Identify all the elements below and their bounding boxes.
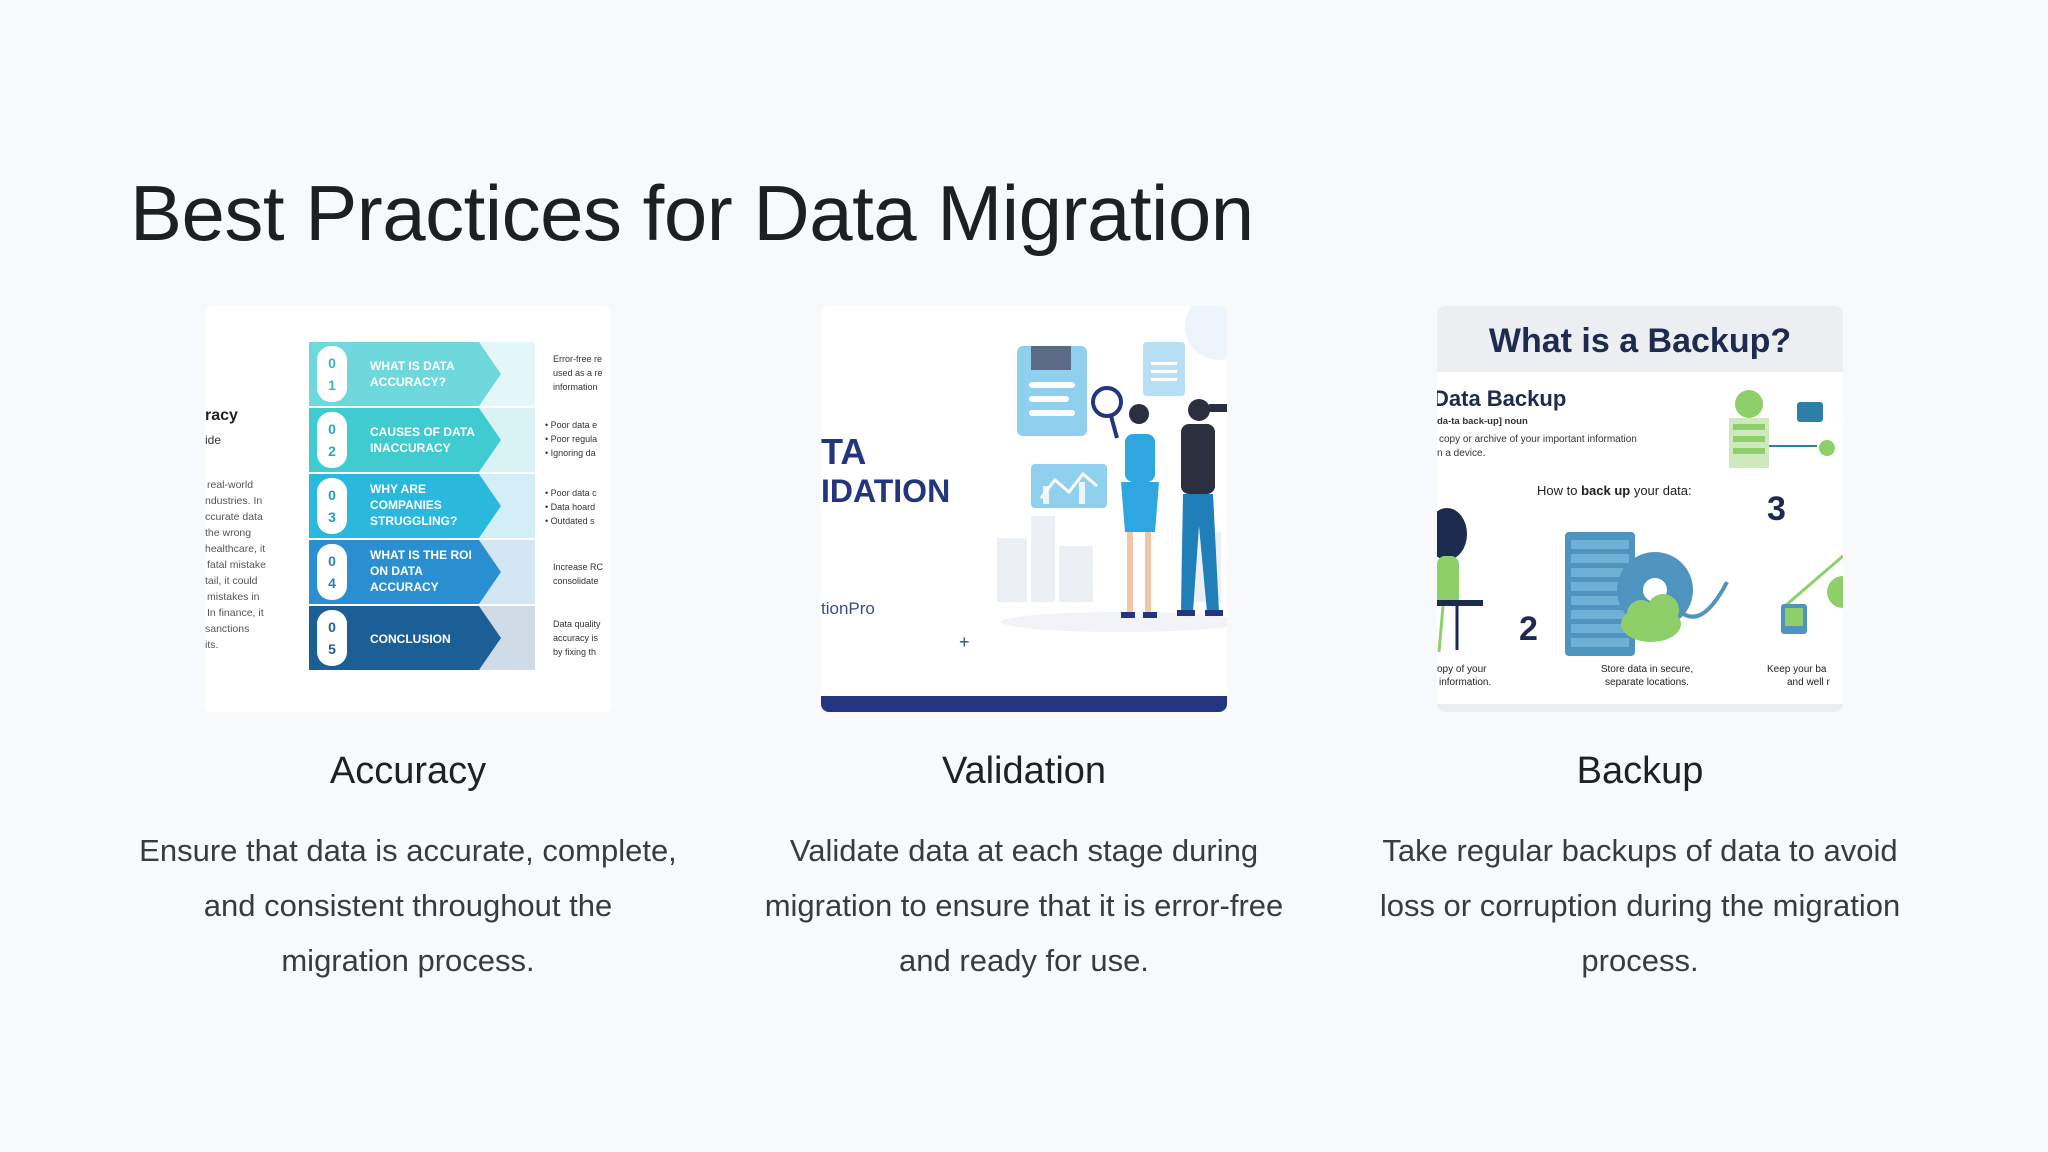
- svg-text:WHAT IS THE ROI: WHAT IS THE ROI: [370, 548, 472, 562]
- svg-text:fatal mistake: fatal mistake: [207, 559, 266, 571]
- backup-step3-number: 3: [1767, 490, 1786, 528]
- svg-text:sanctions: sanctions: [205, 623, 249, 635]
- card-validation: TA IDATION tionPro +: [744, 306, 1304, 988]
- card-description: Validate data at each stage during migra…: [764, 833, 1284, 978]
- svg-text:accuracy is: accuracy is: [553, 633, 599, 643]
- svg-text:its.: its.: [205, 639, 218, 651]
- backup-term: Data Backup: [1437, 386, 1566, 411]
- svg-text:• Poor regula: • Poor regula: [545, 434, 597, 444]
- backup-how-to: How to back up your data:: [1537, 483, 1692, 498]
- svg-text:Keep your ba: Keep your ba: [1767, 664, 1827, 675]
- document-icon: [1017, 346, 1087, 436]
- backup-pronunciation: da-ta back-up] noun: [1437, 416, 1528, 427]
- svg-text:• Poor data e: • Poor data e: [545, 420, 597, 430]
- database-disk-icon: [1617, 552, 1729, 642]
- svg-text:WHY ARE: WHY ARE: [370, 482, 426, 496]
- svg-text:• Outdated s: • Outdated s: [545, 516, 595, 526]
- card-heading: Accuracy: [329, 750, 487, 792]
- svg-text:• Poor data c: • Poor data c: [545, 488, 597, 498]
- monitor-icon: [1781, 554, 1843, 634]
- svg-text:opy of your: opy of your: [1437, 664, 1487, 675]
- svg-text:mistakes in: mistakes in: [207, 591, 260, 603]
- svg-text:by fixing th: by fixing th: [553, 647, 596, 657]
- svg-text:Data quality: Data quality: [553, 619, 601, 629]
- svg-text:ndustries. In: ndustries. In: [205, 495, 262, 507]
- svg-text:1: 1: [328, 377, 336, 393]
- svg-text:WHAT IS DATA: WHAT IS DATA: [370, 359, 455, 373]
- svg-text:0: 0: [328, 487, 336, 503]
- backup-infographic-image: What is a Backup? Data Backup da-ta back…: [1437, 306, 1843, 712]
- backup-definition-line2: n a device.: [1437, 448, 1485, 459]
- svg-text:STRUGGLING?: STRUGGLING?: [370, 514, 457, 528]
- svg-text:• Ignoring da: • Ignoring da: [545, 448, 596, 458]
- svg-text:Error-free re: Error-free re: [553, 354, 602, 364]
- svg-text:healthcare, it: healthcare, it: [205, 543, 265, 555]
- validation-plus: +: [959, 632, 970, 652]
- woman-figure: [1121, 404, 1159, 618]
- backup-step2-number: 2: [1519, 610, 1538, 648]
- svg-text:ON DATA: ON DATA: [370, 564, 423, 578]
- svg-text:3: 3: [328, 509, 336, 525]
- accuracy-steps: 0 1 WHAT IS DATA ACCURACY? Error-free re…: [309, 342, 604, 670]
- svg-text:5: 5: [328, 641, 336, 657]
- server-cloud-icon: [1729, 390, 1835, 468]
- svg-text:consolidate: consolidate: [553, 576, 599, 586]
- svg-text:information.: information.: [1439, 677, 1491, 688]
- svg-text:COMPANIES: COMPANIES: [370, 498, 442, 512]
- card-heading: Validation: [941, 750, 1107, 792]
- card-description: Take regular backups of data to avoid lo…: [1379, 833, 1901, 978]
- accuracy-infographic-image: racy ide real-world ndustries. In ccurat…: [205, 306, 611, 712]
- accuracy-side-text: real-world ndustries. In ccurate data th…: [205, 479, 266, 651]
- svg-text:Increase RC: Increase RC: [553, 562, 604, 572]
- validation-brand: tionPro: [821, 599, 875, 618]
- accuracy-side-sub: ide: [205, 433, 221, 447]
- file-icon: [1143, 342, 1185, 396]
- chart-panel-icon: [1031, 464, 1107, 508]
- svg-text:INACCURACY: INACCURACY: [370, 441, 451, 455]
- validation-title-line2: IDATION: [821, 473, 950, 509]
- svg-text:real-world: real-world: [207, 479, 253, 491]
- svg-text:used as a re: used as a re: [553, 368, 603, 378]
- svg-text:CONCLUSION: CONCLUSION: [370, 632, 451, 646]
- card-accuracy: racy ide real-world ndustries. In ccurat…: [128, 306, 688, 988]
- backup-image-title: What is a Backup?: [1489, 322, 1791, 360]
- card-description: Ensure that data is accurate, complete, …: [139, 833, 677, 978]
- card-backup: What is a Backup? Data Backup da-ta back…: [1360, 306, 1920, 988]
- svg-text:separate locations.: separate locations.: [1605, 677, 1689, 688]
- backup-definition-line1: copy or archive of your important inform…: [1439, 434, 1637, 445]
- svg-text:CAUSES OF DATA: CAUSES OF DATA: [370, 425, 475, 439]
- svg-text:0: 0: [328, 421, 336, 437]
- validation-bottom-bar: [821, 696, 1227, 712]
- svg-text:tail, it could: tail, it could: [205, 575, 258, 587]
- slide-title: Best Practices for Data Migration: [130, 169, 1254, 257]
- svg-text:ACCURACY?: ACCURACY?: [370, 375, 446, 389]
- accuracy-side-heading: racy: [205, 407, 238, 424]
- svg-text:In finance, it: In finance, it: [207, 607, 264, 619]
- svg-text:4: 4: [328, 575, 336, 591]
- svg-text:the wrong: the wrong: [205, 527, 251, 539]
- server-rack-icon: [1565, 532, 1635, 656]
- validation-title-line1: TA: [821, 431, 866, 472]
- svg-text:2: 2: [328, 443, 336, 459]
- svg-text:0: 0: [328, 355, 336, 371]
- svg-text:ccurate data: ccurate data: [205, 511, 263, 523]
- svg-text:0: 0: [328, 619, 336, 635]
- svg-text:information: information: [553, 382, 598, 392]
- svg-text:ACCURACY: ACCURACY: [370, 580, 439, 594]
- magnifier-icon: [1091, 386, 1123, 439]
- svg-text:Store data in secure,: Store data in secure,: [1601, 664, 1693, 675]
- svg-text:0: 0: [328, 553, 336, 569]
- card-heading: Backup: [1576, 750, 1704, 792]
- svg-text:and well r: and well r: [1787, 677, 1830, 688]
- person-left-figure: [1437, 508, 1483, 653]
- validation-illustration-image: TA IDATION tionPro +: [821, 306, 1227, 712]
- man-figure: [1177, 399, 1227, 616]
- svg-text:• Data hoard: • Data hoard: [545, 502, 595, 512]
